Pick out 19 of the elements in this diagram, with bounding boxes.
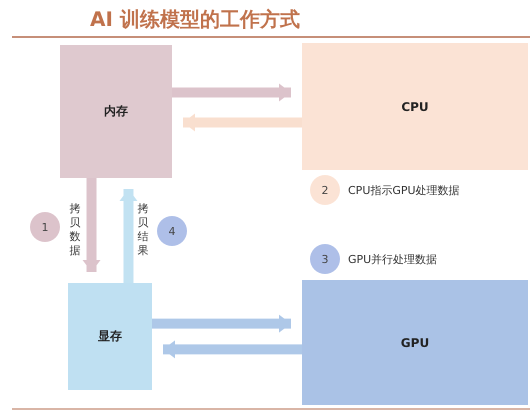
step-circle: 3 [310, 244, 340, 274]
title: AI 训练模型的工作方式 [90, 6, 300, 33]
arrow [163, 340, 302, 358]
arrow [172, 84, 291, 102]
step-caption: GPU并行处理数据 [348, 252, 438, 267]
arrow [152, 314, 291, 333]
edge-label: 拷贝数据 [70, 202, 82, 258]
memory-box: 内存 [60, 45, 172, 178]
arrow [82, 178, 101, 272]
vram-box: 显存 [68, 283, 152, 390]
step-circle: 1 [30, 212, 60, 242]
gpu-box: GPU [302, 280, 528, 405]
step-circle: 4 [157, 216, 187, 246]
edge-label: 拷贝结果 [137, 202, 150, 258]
arrow [183, 114, 302, 132]
arrow [119, 189, 138, 283]
step-caption: CPU指示GPU处理数据 [348, 183, 460, 198]
step-circle: 2 [310, 175, 340, 205]
cpu-box: CPU [302, 43, 528, 170]
